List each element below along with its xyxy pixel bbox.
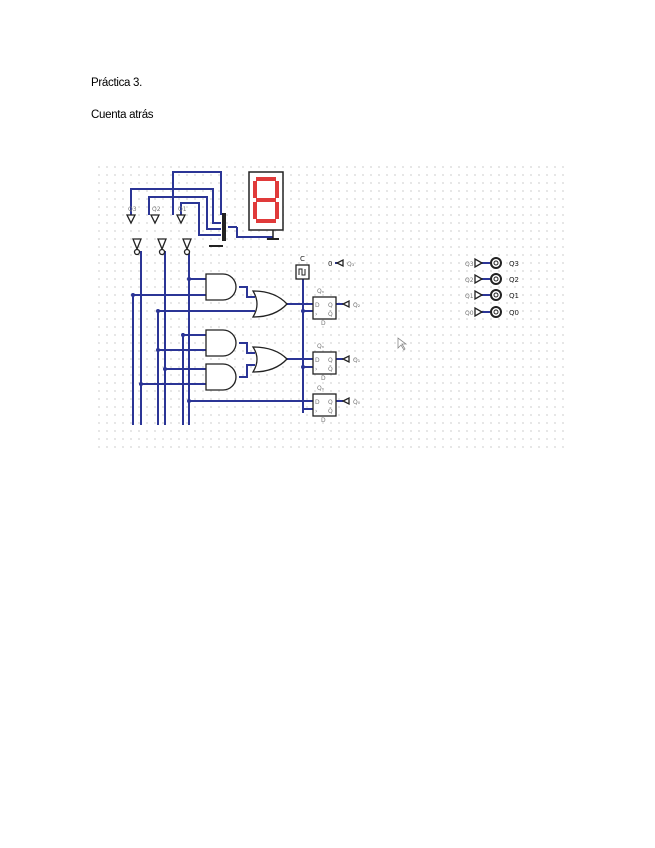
svg-text:›: › [315, 366, 317, 373]
svg-text:D: D [315, 302, 320, 309]
svg-text:Q: Q [328, 302, 333, 309]
output-leds: Q3 Q3 Q2 Q2 Q1 Q1 Q0 Q0 [465, 257, 519, 318]
svg-text:Q: Q [328, 357, 333, 364]
svg-text:D: D [321, 375, 326, 382]
svg-text:D: D [315, 399, 320, 406]
svg-text:Q1: Q1 [509, 292, 519, 300]
output-q3: Q3 Q3 [465, 257, 519, 269]
circuit-svg: Q3 Q2 Q1 C 0 [125, 171, 519, 425]
svg-text:Q3: Q3 [128, 206, 137, 213]
and-gates [205, 273, 237, 391]
svg-text:Q0: Q0 [509, 309, 519, 317]
svg-text:Q₀: Q₀ [353, 399, 361, 406]
svg-text:Q₁: Q₁ [353, 357, 361, 364]
svg-text:Q̄: Q̄ [328, 311, 333, 318]
flipflop-1: Qₙ D Q › Q̄ D Q₂ [312, 288, 361, 327]
svg-text:D: D [321, 417, 326, 424]
seven-segment-display [209, 171, 284, 247]
svg-text:Qₙ: Qₙ [317, 385, 325, 392]
svg-text:Q̄: Q̄ [328, 408, 333, 415]
svg-text:Q: Q [328, 399, 333, 406]
svg-text:Q₃: Q₃ [347, 261, 355, 268]
cursor-icon [397, 337, 408, 351]
flipflop-2: Qₙ D Q › Q̄ D Q₁ [312, 343, 361, 382]
svg-text:Q2: Q2 [152, 206, 161, 213]
svg-text:Q̄: Q̄ [328, 366, 333, 373]
document-subtitle: Cuenta atrás [91, 109, 154, 121]
input-buffers: Q3 Q2 Q1 [125, 206, 192, 256]
output-q1: Q1 Q1 [465, 289, 519, 301]
output-q2: Q2 Q2 [465, 273, 519, 285]
document-title: Práctica 3. [91, 77, 143, 89]
svg-text:Qₙ: Qₙ [317, 343, 325, 350]
svg-text:Q2: Q2 [509, 276, 519, 284]
output-q0: Q0 Q0 [465, 306, 519, 318]
svg-text:Q0: Q0 [465, 310, 474, 317]
svg-text:Q1: Q1 [465, 293, 474, 300]
svg-text:D: D [321, 320, 326, 327]
svg-text:Q1: Q1 [178, 206, 187, 213]
wire-junctions [131, 277, 305, 403]
clock-label: C [300, 255, 305, 263]
display-segments [253, 177, 279, 223]
circuit-diagram: Q3 Q2 Q1 C 0 [95, 163, 566, 451]
svg-text:Q3: Q3 [509, 260, 519, 268]
constant-input: 0 Q₃ [328, 258, 355, 268]
svg-text:Q₂: Q₂ [353, 302, 361, 309]
svg-text:Qₙ: Qₙ [317, 288, 325, 295]
svg-text:Q2: Q2 [465, 277, 474, 284]
svg-text:Q3: Q3 [465, 261, 474, 268]
flipflop-3: Qₙ D Q › Q̄ D Q₀ [312, 385, 361, 424]
constant-input-value: 0 [328, 260, 332, 268]
or-gates [251, 290, 288, 373]
svg-text:›: › [315, 408, 317, 415]
svg-text:›: › [315, 311, 317, 318]
svg-text:D: D [315, 357, 320, 364]
clock-source: C [295, 255, 310, 280]
